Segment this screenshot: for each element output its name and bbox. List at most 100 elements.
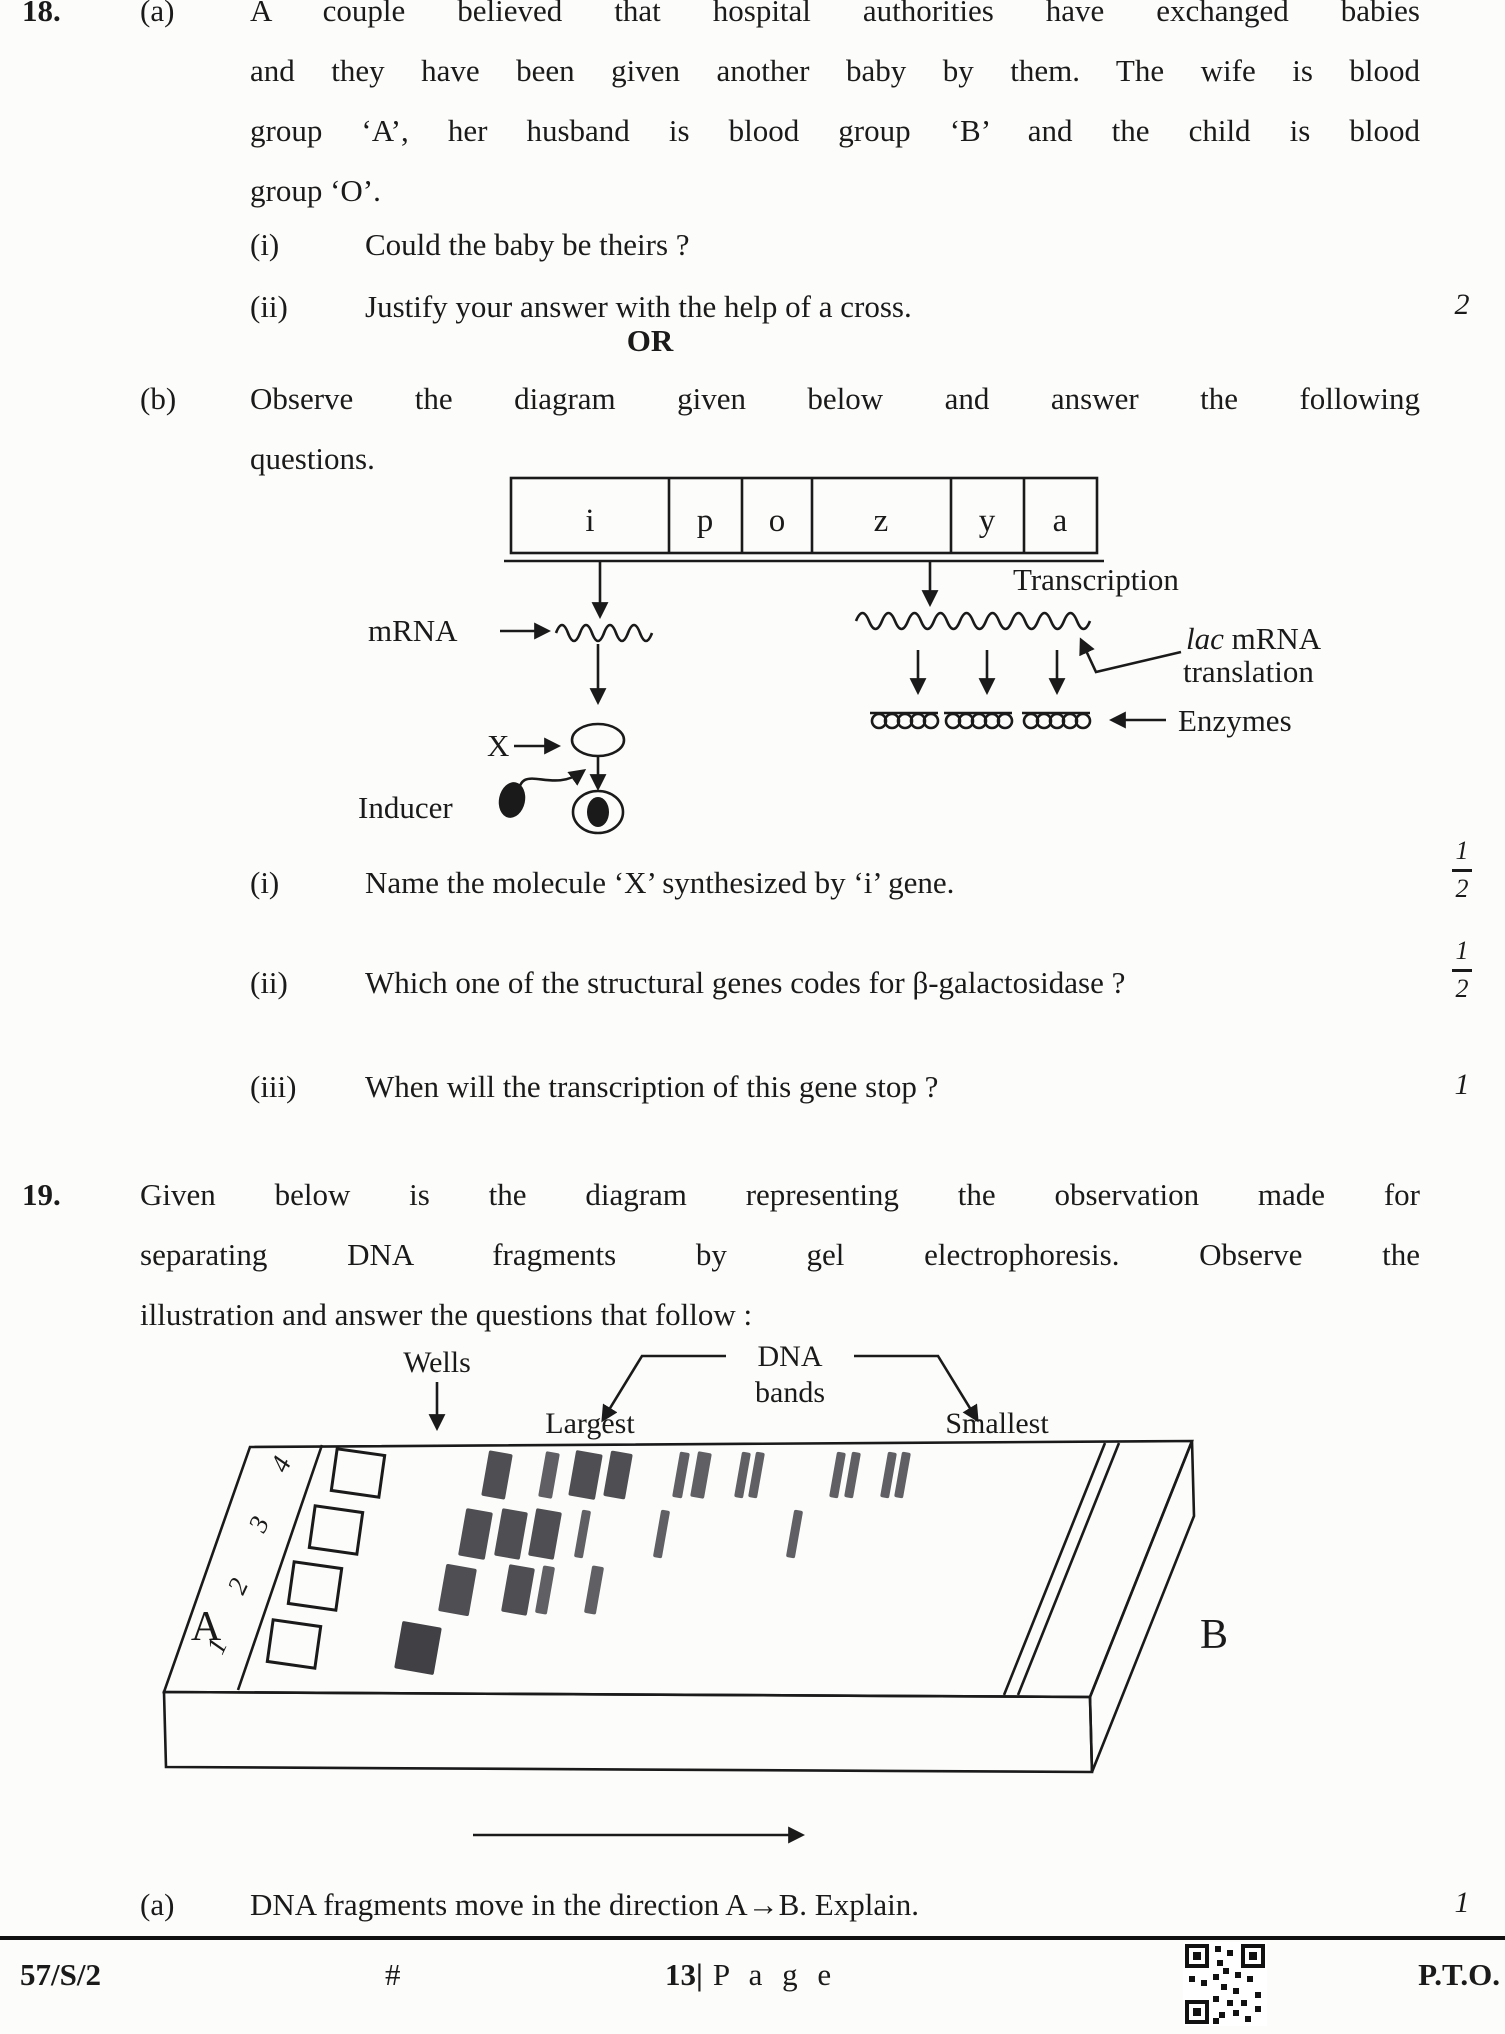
q18a-line: group ‘A’, her husband is blood group ‘B… [250,113,1420,148]
dna-band [748,1451,765,1499]
dna-band [528,1508,562,1560]
small-mrna-wavy-line [554,623,654,643]
gene-p: p [697,503,714,539]
dna-band [584,1565,604,1615]
q18b-ii-text: Which one of the structural genes codes … [365,965,1126,1000]
q18b-ii-label: (ii) [250,965,288,1000]
translation-label: translation [1183,654,1314,689]
lane-number: 3 [242,1512,275,1538]
smallest-label: Smallest [945,1407,1049,1440]
dna-band [653,1509,670,1559]
x-molecule-label: X [487,728,509,763]
dna-band [672,1451,690,1499]
right-strip-line [1002,1442,1107,1696]
q18a-i-label: (i) [250,227,280,262]
repressor-protein-shape [570,722,626,758]
q18b-line: Observe the diagram given below and answ… [250,381,1420,416]
gene-z: z [874,503,889,539]
q19-line: Given below is the diagram representing … [140,1177,1420,1212]
fraction-bar [1452,969,1472,972]
largest-label: Largest [545,1407,635,1440]
q18b-i-text: Name the molecule ‘X’ synthesized by ‘i’… [365,865,955,900]
inducer-binding-arrow [516,769,587,797]
dna-band [494,1508,528,1560]
q18b-ii-mark-fraction: 1 2 [1436,936,1488,1004]
dna-band [574,1509,591,1559]
left-lane-strip-line [236,1444,324,1691]
gene-y: y [979,503,996,539]
dna-bands-right-arrow [854,1354,979,1423]
gene-labels: i p o z y a [585,503,1067,539]
dna-band [734,1451,751,1499]
repressor-inducer-complex [571,789,625,835]
dna-band [481,1450,513,1500]
q18a-line: group ‘O’. [250,173,381,208]
footer-pto: P.T.O. [1418,1957,1500,1992]
fraction-bar [1452,869,1472,872]
gel-well [265,1618,323,1670]
dna-band [458,1508,493,1560]
gel-well [307,1504,365,1556]
gel-well [286,1560,344,1612]
gene-cell-dividers [667,478,1026,553]
operon-gene-box [509,476,1099,555]
lac-operon-diagram: i p o z y a mRNA X Inducer Transcription… [358,476,1322,835]
wells-label: Wells [403,1346,471,1379]
translation-arrows [909,650,1066,696]
gel-well [329,1447,387,1499]
q18a-ii-mark: 2 [1454,288,1470,321]
dna-band [394,1621,442,1675]
dna-band [438,1563,477,1617]
dna-band [690,1451,712,1499]
qr-code [1183,1942,1267,2031]
q18b-iii-label: (iii) [250,1069,297,1104]
footer-rule [0,1936,1505,1940]
gene-o: o [769,503,786,539]
dna-band [880,1451,897,1499]
dna-bands-left-arrow [601,1354,726,1423]
mrna-label: mRNA [368,613,458,648]
dna-band [603,1450,633,1500]
fraction-denominator: 2 [1455,874,1469,903]
q19-line: separating DNA fragments by gel electrop… [140,1237,1420,1272]
footer-page-label: 13|P a g e [665,1956,837,1993]
dna-band [538,1451,560,1499]
q18a-ii-text: Justify your answer with the help of a c… [365,289,912,324]
q18b-i-mark-fraction: 1 2 [1436,836,1488,904]
electrode-a-label: A [191,1604,222,1650]
gel-side-face [1088,1440,1196,1773]
lac-word: lac [1186,621,1224,656]
dna-band [894,1451,911,1499]
fraction-denominator: 2 [1455,974,1469,1003]
electrode-b-label: B [1200,1612,1228,1658]
q18a-line: A couple believed that hospital authorit… [250,0,1420,28]
q18b-line: questions. [250,441,375,476]
enzymes-label: Enzymes [1178,703,1292,738]
gel-electrophoresis-diagram: Wells DNA bands Largest Smallest A B 123… [162,1340,1228,1844]
q18b-label: (b) [140,381,177,416]
footer-hash: # [385,1957,401,1992]
fraction-numerator: 1 [1455,836,1469,865]
mrna-word: mRNA [1224,621,1322,656]
dna-bands-label: bands [755,1376,825,1409]
transcription-label: Transcription [1013,562,1179,597]
gel-front-face [162,1690,1094,1774]
lac-mrna-wavy-line [854,611,1092,631]
lane-number: 4 [264,1452,297,1477]
or-separator: OR [626,323,674,358]
fraction-numerator: 1 [1455,936,1469,965]
lac-mrna-pointer [1079,637,1182,674]
q18a-ii-label: (ii) [250,289,288,324]
dna-bands-label: DNA [758,1340,823,1373]
inducer-label: Inducer [358,790,453,825]
q19a-label: (a) [140,1887,175,1922]
right-strip-line [1016,1442,1121,1696]
inducer-in-complex [587,797,609,827]
enzyme-coils [870,711,1092,730]
dna-band [844,1451,861,1499]
q18b-iii-mark: 1 [1454,1068,1470,1101]
footer-page-word: P a g e [712,1957,838,1992]
dna-band [786,1509,803,1559]
dna-band [568,1450,603,1500]
